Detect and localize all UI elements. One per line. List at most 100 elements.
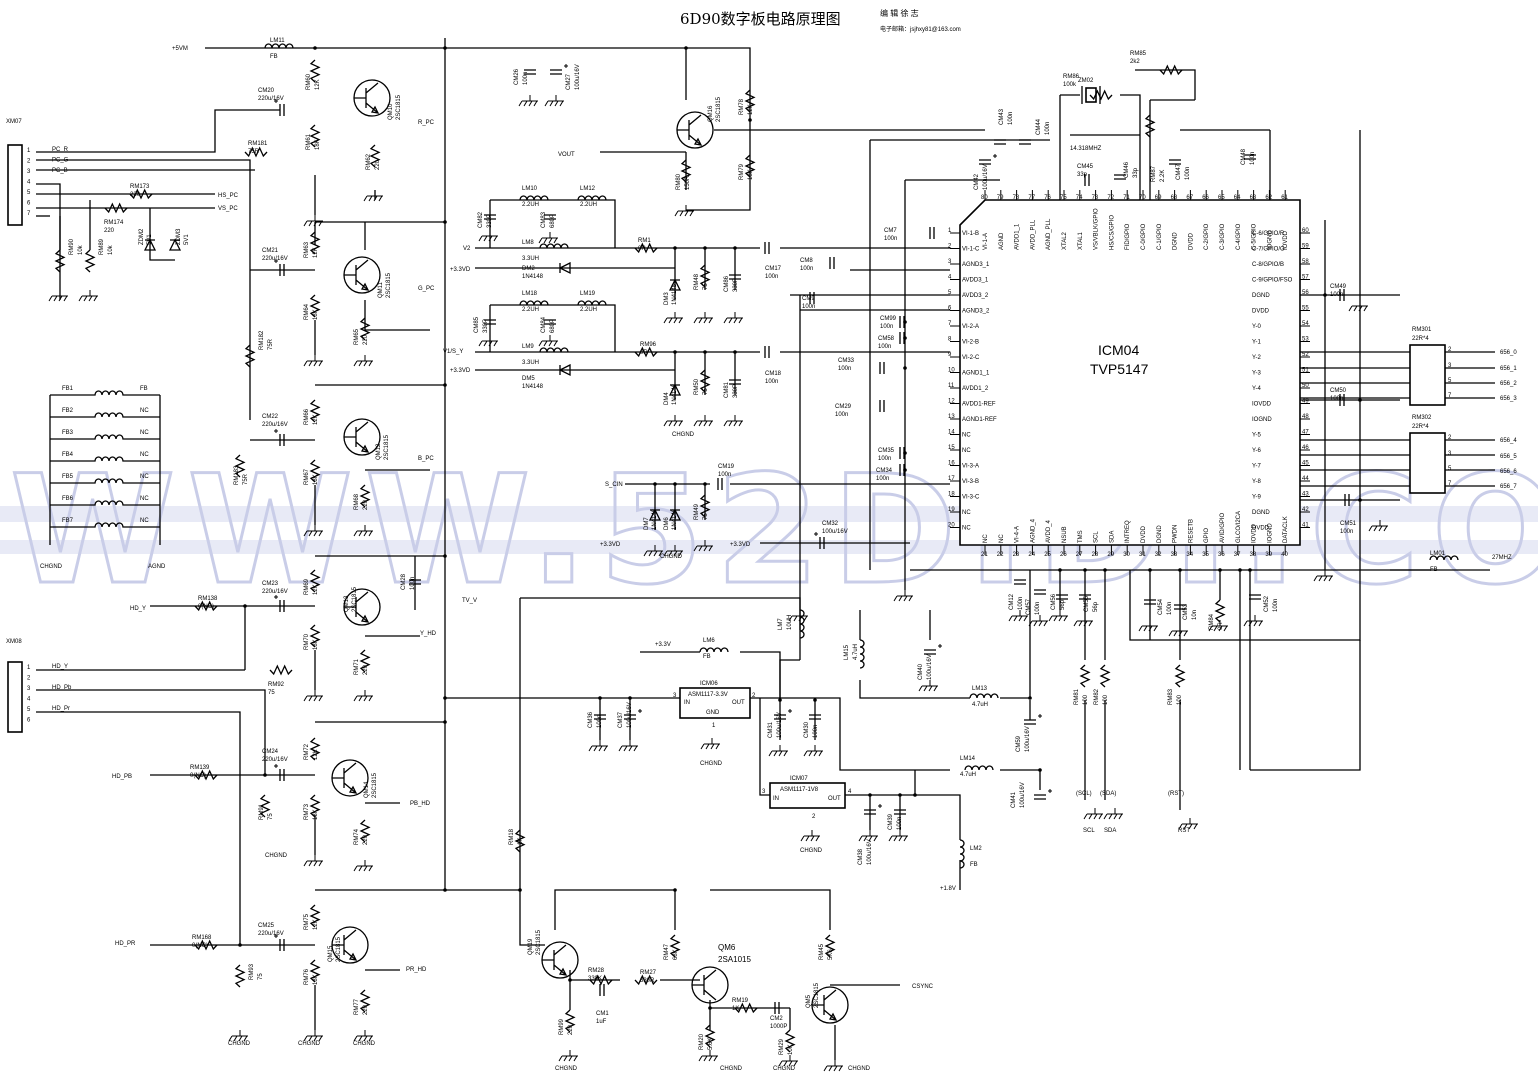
diode-body	[143, 238, 157, 251]
capacitor-plates	[1169, 159, 1181, 165]
ground-symbol	[674, 205, 694, 217]
fb-inductor	[50, 456, 160, 462]
chip-pin-name: NC	[999, 534, 1005, 543]
fb-value: NC	[140, 474, 149, 480]
inductor-ref: LM01	[1430, 551, 1446, 557]
transistor-leads	[344, 259, 369, 291]
chip-pin-number: 5	[948, 290, 952, 296]
email-line: 电子邮箱：jsjhxy81@163.com	[880, 25, 961, 33]
resistor-body	[1089, 89, 1113, 101]
capacitor-plates	[1056, 594, 1068, 600]
capacitor-plates	[994, 139, 1006, 145]
resistor-ref: RM48	[694, 273, 700, 290]
resistor-ref: RM28	[588, 968, 605, 974]
capacitor-plates	[929, 227, 935, 239]
resistor-ref: RM62	[366, 153, 372, 170]
inductor-coil	[539, 243, 569, 249]
icm06-pin-out: 2	[752, 693, 756, 699]
diode-value: 5V1	[147, 234, 153, 245]
ground-symbol	[558, 1050, 578, 1062]
connector-pin-number: 6	[27, 718, 31, 724]
diode-body	[558, 261, 571, 275]
net-v2: V2	[463, 246, 471, 252]
resistor-ref: RM75	[304, 913, 310, 930]
icm06-pin-gnd: 1	[712, 723, 716, 729]
resistor-body	[54, 249, 66, 273]
capacitor-ref: CM49	[1330, 284, 1347, 290]
junction-dot	[518, 888, 522, 892]
capacitor-polarity	[564, 64, 568, 68]
resistor-value: 75	[703, 513, 709, 520]
header: 6D90数字板电路原理图 编 辑 徐 志 电子邮箱：jsjhxy81@163.c…	[680, 8, 961, 33]
chip-pin-name: AVDD1_1	[1015, 223, 1021, 250]
connector-pin-number: 1	[27, 665, 31, 671]
capacitor-value: 100u/16V	[627, 702, 633, 728]
chip-pin-name: AGND1_1	[962, 371, 990, 377]
chip-pin-name: C-5/GPIO	[1252, 223, 1258, 250]
chip-pin-number: 14	[948, 430, 955, 436]
diode-ref: DM6	[664, 517, 670, 530]
transistor-arrow	[348, 785, 358, 794]
resistor-ref: RM168	[192, 935, 212, 941]
network-pin: 3	[1448, 363, 1452, 369]
fb-value: NC	[140, 430, 149, 436]
transistor-arrow	[558, 967, 568, 976]
transistor-ref: QM12	[376, 443, 382, 460]
diode-value: 1N4148	[522, 384, 544, 390]
resistor-body	[309, 59, 321, 83]
capacitor-value: 100n	[410, 577, 416, 590]
icm07-pin-gnd: 2	[812, 814, 816, 820]
ground-symbol	[303, 1030, 323, 1042]
connector-pin-signal: PC_G	[52, 158, 69, 164]
resistor-body	[259, 794, 271, 818]
ground-symbol	[823, 1060, 843, 1072]
chip-pin-name: C-0/GPIO	[1141, 223, 1147, 250]
capacitor-ref: CM38	[858, 848, 864, 865]
resistor-ref: RM68	[354, 493, 360, 510]
net-csync: CSYNC	[912, 984, 934, 990]
junction-dot	[898, 793, 902, 797]
resistor-value: 100	[1177, 694, 1183, 705]
chip-pin-name: NC	[962, 448, 971, 454]
transistor-arrow	[348, 952, 358, 961]
inductor-coil	[264, 43, 294, 49]
net-chgnd-5: CHGND	[298, 1041, 321, 1047]
chip-pin-name: AGND3_2	[962, 309, 990, 315]
capacitor-plates	[1249, 594, 1261, 600]
junction-dot	[1148, 568, 1152, 572]
resistor-value: 10k	[108, 244, 114, 255]
inductor-coil	[539, 347, 569, 353]
inductor-coil	[959, 839, 965, 869]
chip-pin-number: 24	[1028, 552, 1035, 558]
chip-pin-number: 40	[1281, 552, 1288, 558]
chip-pin-number: 70	[1139, 195, 1146, 201]
resistor-value: 12K	[748, 104, 754, 115]
resistor-body	[1079, 664, 1091, 688]
capacitor-polarity	[1038, 714, 1042, 718]
junction-dot	[443, 554, 447, 558]
capacitor-polarity	[788, 709, 792, 713]
ground-symbol	[1313, 570, 1333, 582]
resistor-ref: RM86	[1063, 74, 1080, 80]
chip-pin-name: VI-3-A	[962, 464, 979, 470]
resistor-ref: RM20	[699, 1033, 705, 1050]
capacitor-value: 330P	[487, 214, 493, 228]
net-vs-pc: VS_PC	[218, 206, 238, 212]
capacitor-polarity	[274, 429, 278, 433]
chip-pin-number: 65	[1218, 195, 1225, 201]
ground-symbol	[918, 680, 938, 692]
net-chgnd-3: CHGND	[265, 853, 288, 859]
resistor-body	[369, 144, 381, 168]
